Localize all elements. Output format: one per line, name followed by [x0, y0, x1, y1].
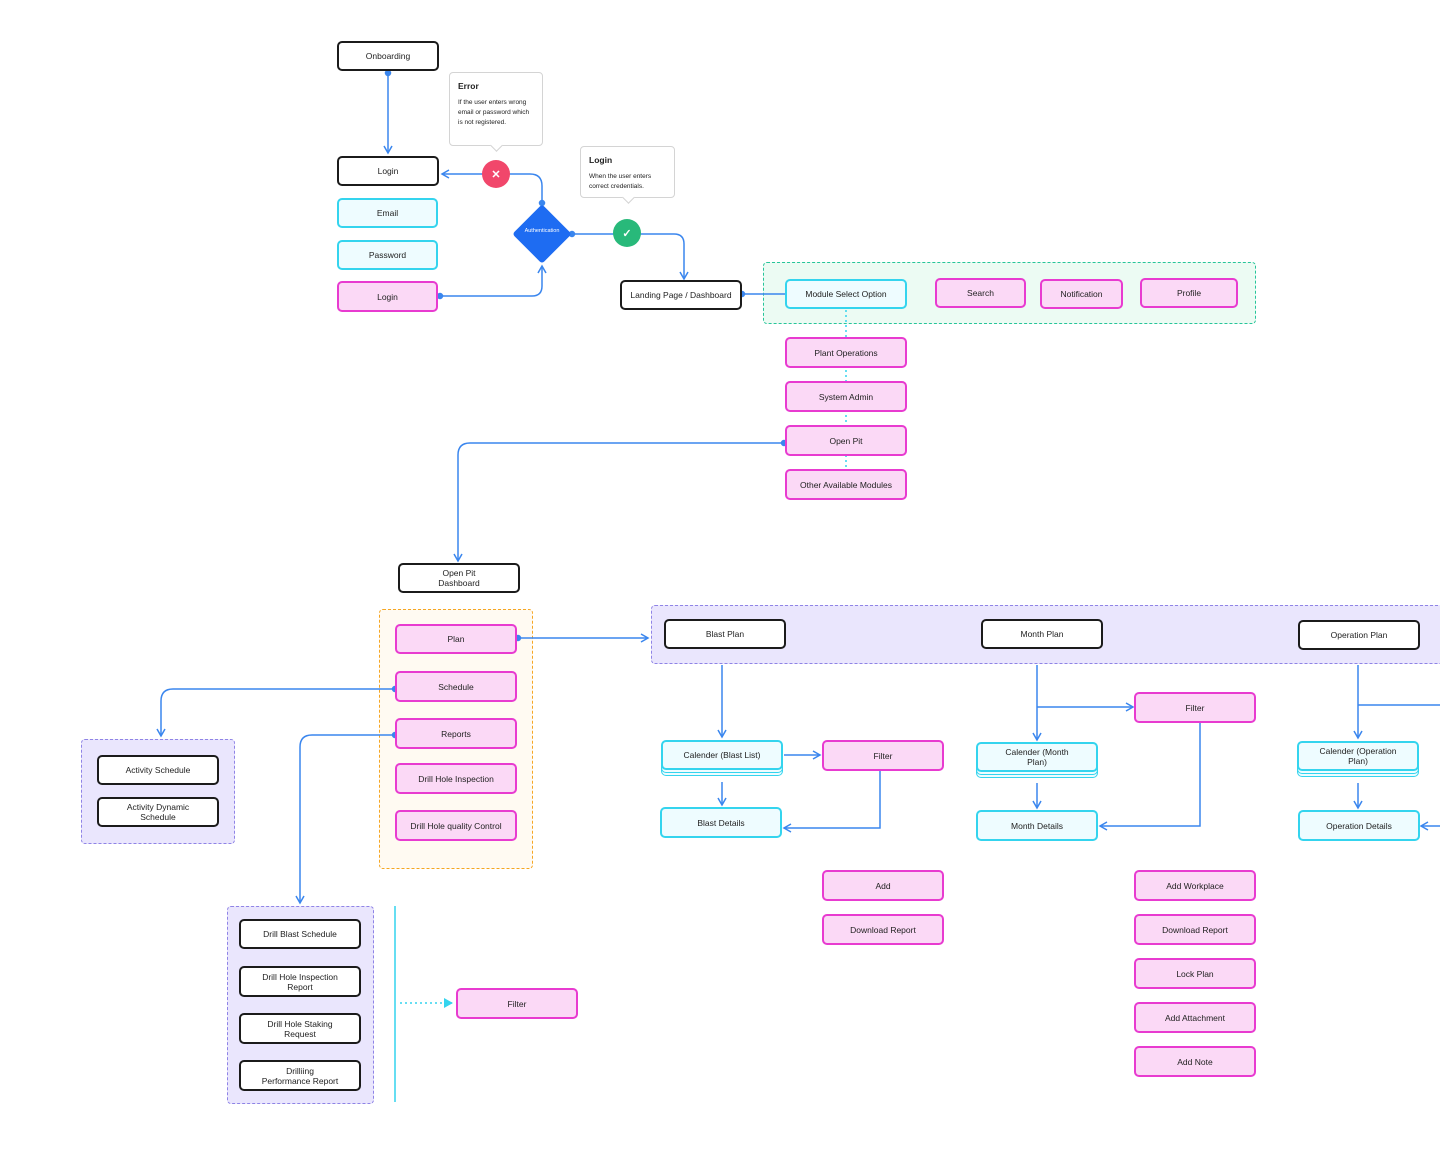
node-month-filter: Filter — [1134, 692, 1256, 723]
node-reports: Reports — [395, 718, 517, 749]
node-plant-operations: Plant Operations — [785, 337, 907, 368]
success-callout-title: Login — [589, 155, 613, 165]
node-blast-download: Download Report — [822, 914, 944, 945]
node-blast-details: Blast Details — [660, 807, 782, 838]
node-month-add-attachment: Add Attachment — [1134, 1002, 1256, 1033]
edge-auth-landing — [572, 233, 689, 281]
node-drill-hole-inspection: Drill Hole Inspection — [395, 763, 517, 794]
edge-reports-group — [295, 734, 395, 905]
edge-openpit-dashboard — [453, 442, 784, 563]
node-month-details: Month Details — [976, 810, 1098, 841]
node-month-download-report: Download Report — [1134, 914, 1256, 945]
error-callout: Error If the user enters wrong email or … — [449, 72, 543, 152]
edge-blastfilter-details — [782, 771, 881, 833]
node-reports-filter: Filter — [456, 988, 578, 1019]
node-activity-dynamic-schedule: Activity Dynamic Schedule — [97, 797, 219, 827]
node-drill-hole-staking-request: Drill Hole Staking Request — [239, 1013, 361, 1044]
error-callout-title: Error — [458, 81, 479, 91]
node-month-calendar: Calender (Month Plan) — [976, 742, 1098, 772]
edge-auth-error-login — [440, 169, 543, 204]
node-month-lock-plan: Lock Plan — [1134, 958, 1256, 989]
node-notification: Notification — [1040, 279, 1123, 309]
node-landing-page: Landing Page / Dashboard — [620, 280, 742, 310]
close-icon: ✕ — [491, 168, 501, 181]
node-drill-blast-schedule: Drill Blast Schedule — [239, 919, 361, 949]
node-operation-plan: Operation Plan — [1298, 620, 1420, 650]
edge-schedule-group — [156, 688, 395, 738]
edge-login-auth — [440, 264, 547, 297]
node-schedule: Schedule — [395, 671, 517, 702]
node-blast-add: Add — [822, 870, 944, 901]
node-blast-plan: Blast Plan — [664, 619, 786, 649]
edge-monthfilter-details — [1098, 723, 1201, 831]
decision-shape — [512, 204, 572, 264]
node-login-header: Login — [337, 156, 439, 186]
node-system-admin: System Admin — [785, 381, 907, 412]
node-profile: Profile — [1140, 278, 1238, 308]
node-month-add-note: Add Note — [1134, 1046, 1256, 1077]
decision-authentication: Authentication — [512, 204, 572, 264]
node-drill-hole-quality: Drill Hole quality Control — [395, 810, 517, 841]
node-blast-calendar: Calender (Blast List) — [661, 740, 783, 770]
node-operation-details: Operation Details — [1298, 810, 1420, 841]
success-callout: Login When the user enters correct crede… — [580, 146, 675, 204]
node-activity-schedule: Activity Schedule — [97, 755, 219, 785]
node-module-select: Module Select Option — [785, 279, 907, 309]
node-password: Password — [337, 240, 438, 270]
node-month-add-workplace: Add Workplace — [1134, 870, 1256, 901]
decision-label: Authentication — [524, 228, 560, 234]
node-email: Email — [337, 198, 438, 228]
success-badge: ✓ — [613, 219, 641, 247]
node-open-pit-dashboard: Open Pit Dashboard — [398, 563, 520, 593]
node-search: Search — [935, 278, 1026, 308]
node-drilling-performance-report: Drilliing Performance Report — [239, 1060, 361, 1091]
node-month-plan: Month Plan — [981, 619, 1103, 649]
node-operation-calendar: Calender (Operation Plan) — [1297, 741, 1419, 771]
node-blast-filter: Filter — [822, 740, 944, 771]
node-other-modules: Other Available Modules — [785, 469, 907, 500]
node-drill-hole-inspection-report: Drill Hole Inspection Report — [239, 966, 361, 997]
node-open-pit: Open Pit — [785, 425, 907, 456]
error-callout-body: If the user enters wrong email or passwo… — [458, 99, 530, 126]
success-callout-body: When the user enters correct credentials… — [589, 173, 652, 190]
node-plan: Plan — [395, 624, 517, 654]
node-onboarding: Onboarding — [337, 41, 439, 71]
check-icon: ✓ — [622, 227, 632, 240]
node-login-button: Login — [337, 281, 438, 312]
error-badge: ✕ — [482, 160, 510, 188]
